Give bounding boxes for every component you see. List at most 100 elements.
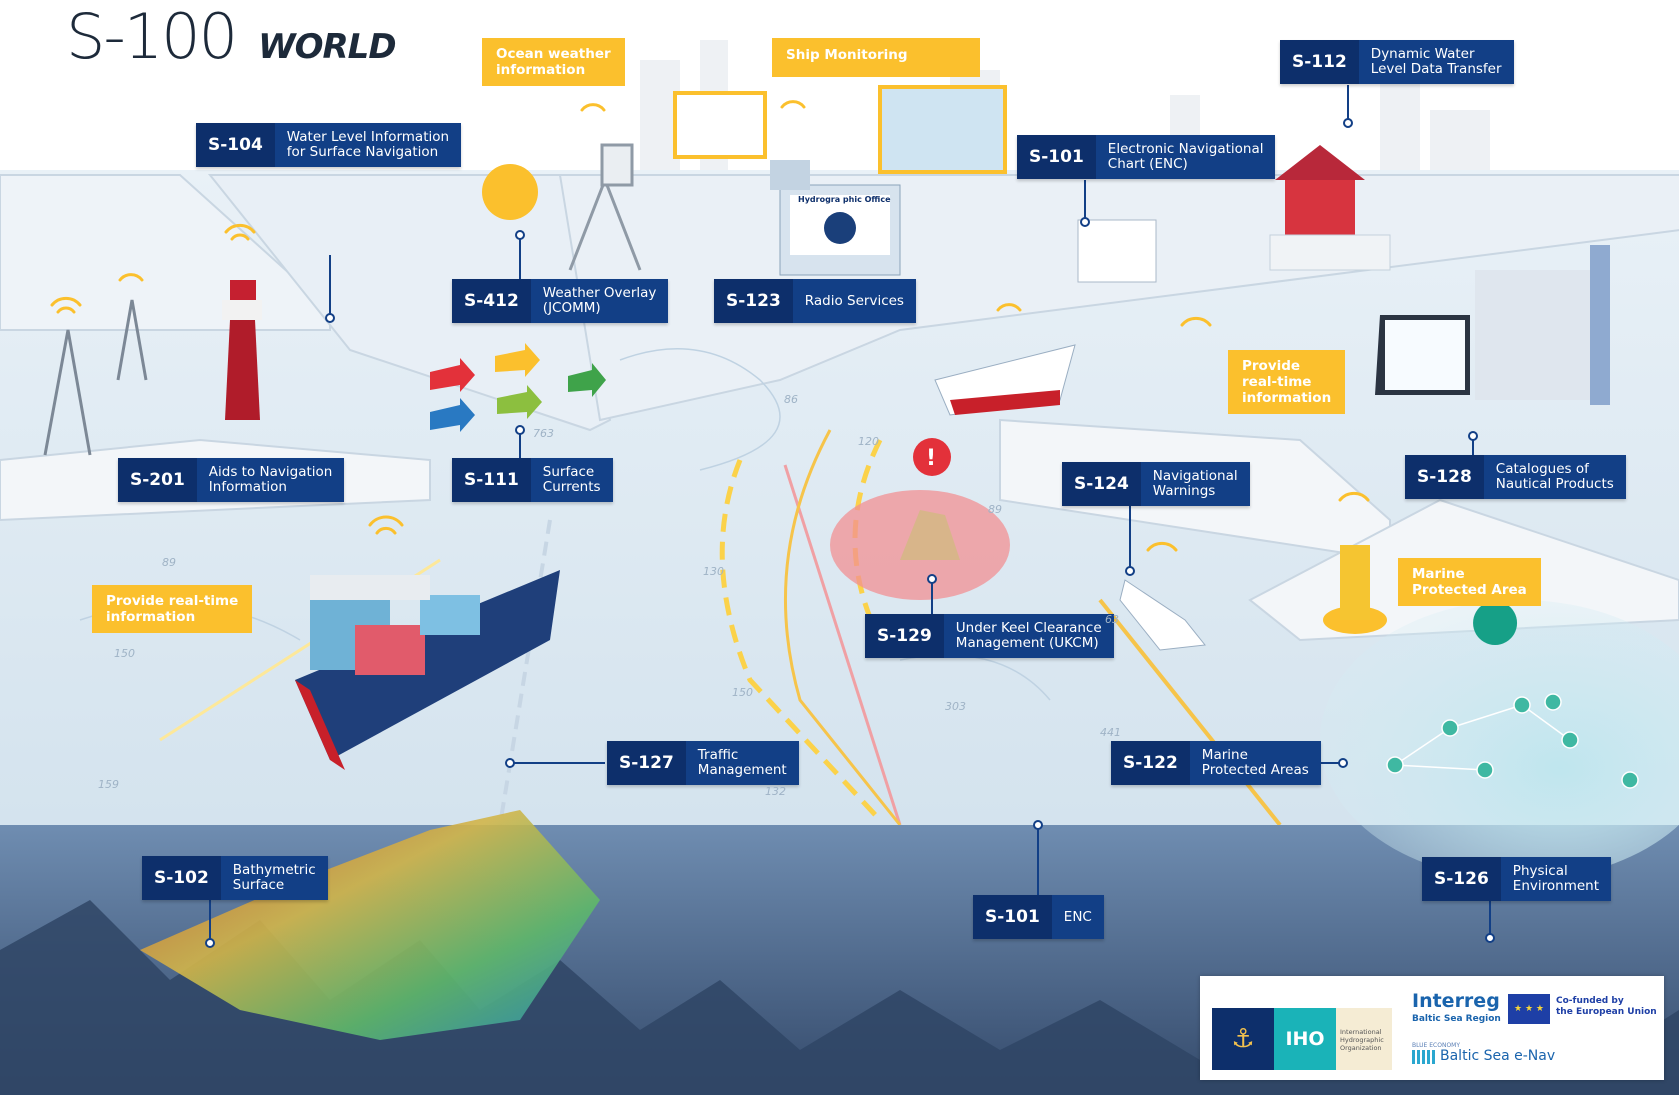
hydrographic-office-sign: Hydrogra phic Office — [798, 195, 891, 204]
warning-marker — [913, 438, 951, 476]
radio-towers — [43, 299, 148, 456]
label-code: S-124 — [1062, 462, 1141, 506]
city-skyline — [640, 40, 1490, 170]
depth-sounding: 763 — [533, 427, 554, 440]
baltic-enav-logo: Baltic Sea e-Nav — [1440, 1048, 1556, 1064]
title-main: S-100 — [66, 0, 238, 73]
label-code: S-129 — [865, 614, 944, 658]
tide-gauge — [482, 164, 538, 220]
label-s112[interactable]: S-112 Dynamic Water Level Data Transfer — [1280, 40, 1514, 84]
enc-billboard — [1077, 219, 1157, 283]
label-code: S-101 — [973, 895, 1052, 939]
note-realtime-left: Provide real-time information — [92, 585, 253, 633]
marine-protected-area-zone — [1320, 600, 1679, 880]
label-s201[interactable]: S-201 Aids to Navigation Information — [118, 458, 345, 502]
current-arrows — [430, 343, 606, 432]
eu-flag-icon: ★ ★ ★ — [1508, 994, 1550, 1024]
patrol-ship — [934, 344, 1076, 416]
iho-full-name: International Hydrographic Organization — [1336, 1008, 1392, 1070]
label-desc: ENC — [1063, 908, 1092, 925]
label-s128[interactable]: S-128 Catalogues of Nautical Products — [1405, 455, 1626, 499]
label-s101-enc[interactable]: S-101 ENC — [973, 895, 1104, 939]
svg-text:!: ! — [926, 446, 936, 471]
label-s126[interactable]: S-126 Physical Environment — [1422, 857, 1611, 901]
label-s123[interactable]: S-123 Radio Services — [714, 279, 916, 323]
label-s129[interactable]: S-129 Under Keel Clearance Management (U… — [865, 614, 1114, 658]
label-desc: Under Keel Clearance Management (UKCM) — [955, 620, 1102, 651]
water-level-station — [1269, 145, 1391, 271]
label-code: S-126 — [1422, 857, 1501, 901]
depth-sounding: 89 — [162, 556, 176, 569]
depth-sounding: 89 — [988, 503, 1002, 516]
label-code: S-412 — [452, 279, 531, 323]
label-s412[interactable]: S-412 Weather Overlay (JCOMM) — [452, 279, 669, 323]
container-ship — [295, 570, 560, 770]
label-s101-enc-chart[interactable]: S-101 Electronic Navigational Chart (ENC… — [1017, 135, 1276, 179]
depth-sounding: 130 — [703, 565, 724, 578]
label-desc: Weather Overlay (JCOMM) — [542, 285, 657, 316]
iho-emblem-icon: ⚓ — [1212, 1008, 1274, 1070]
label-desc: Marine Protected Areas — [1201, 747, 1309, 778]
depth-sounding: 63 — [1105, 613, 1119, 626]
label-s124[interactable]: S-124 Navigational Warnings — [1062, 462, 1250, 506]
label-s111[interactable]: S-111 Surface Currents — [452, 458, 613, 502]
label-desc: Catalogues of Nautical Products — [1495, 461, 1614, 492]
label-code: S-104 — [196, 123, 275, 167]
label-desc: Dynamic Water Level Data Transfer — [1370, 46, 1502, 77]
depth-sounding: 150 — [114, 647, 135, 660]
mpa-network — [1386, 693, 1639, 789]
note-marine-protected: Marine Protected Area — [1398, 558, 1541, 606]
label-code: S-101 — [1017, 135, 1096, 179]
interreg-region: Baltic Sea Region — [1412, 1014, 1501, 1024]
title-sub: WORLD — [258, 27, 396, 67]
depth-sounding: 159 — [98, 778, 119, 791]
iho-logo-text: IHO — [1274, 1008, 1336, 1070]
label-desc: Physical Environment — [1512, 863, 1599, 894]
lighthouse — [222, 280, 262, 420]
label-desc: Radio Services — [804, 292, 904, 309]
baltic-enav-bars-icon — [1412, 1050, 1436, 1064]
depth-sounding: 150 — [732, 686, 753, 699]
navigation-buoy — [1323, 545, 1387, 634]
label-desc: Bathymetric Surface — [232, 862, 316, 893]
label-code: S-122 — [1111, 741, 1190, 785]
label-code: S-123 — [714, 279, 793, 323]
label-s104[interactable]: S-104 Water Level Information for Surfac… — [196, 123, 462, 167]
partner-logos: ⚓ IHO International Hydrographic Organiz… — [1200, 976, 1664, 1080]
note-ocean-weather: Ocean weather information — [482, 38, 625, 86]
note-realtime-right: Provide real-time information — [1228, 350, 1346, 414]
sunk-boat — [1119, 579, 1206, 651]
mpa-shield-pin — [1473, 601, 1518, 645]
label-desc: Water Level Information for Surface Navi… — [286, 129, 450, 160]
label-code: S-102 — [142, 856, 221, 900]
infographic-title: S-100 WORLD — [66, 0, 397, 73]
weather-station — [568, 143, 642, 271]
label-code: S-127 — [607, 741, 686, 785]
label-desc: Traffic Management — [697, 747, 787, 778]
label-code: S-201 — [118, 458, 197, 502]
label-code: S-111 — [452, 458, 531, 502]
label-code: S-128 — [1405, 455, 1484, 499]
label-desc: Navigational Warnings — [1152, 468, 1238, 499]
bathymetric-terrain — [140, 810, 600, 1040]
label-desc: Surface Currents — [542, 464, 601, 495]
eu-cofunded-text: Co-funded by the European Union — [1556, 996, 1657, 1017]
hazard-rock — [900, 510, 960, 560]
interreg-logo: Interreg — [1412, 990, 1500, 1012]
monitor-screen-2 — [878, 85, 1007, 174]
monitor-screen-1 — [673, 91, 767, 159]
label-code: S-112 — [1280, 40, 1359, 84]
depth-sounding: 86 — [784, 393, 798, 406]
label-s102[interactable]: S-102 Bathymetric Surface — [142, 856, 328, 900]
blue-economy-text: BLUE ECONOMY — [1412, 1042, 1461, 1049]
depth-sounding: 132 — [765, 785, 786, 798]
label-s127[interactable]: S-127 Traffic Management — [607, 741, 799, 785]
depth-sounding: 120 — [858, 435, 879, 448]
signal-icons — [50, 100, 1370, 552]
label-desc: Aids to Navigation Information — [208, 464, 333, 495]
label-s122[interactable]: S-122 Marine Protected Areas — [1111, 741, 1321, 785]
ecdis-console — [1375, 245, 1610, 405]
label-desc: Electronic Navigational Chart (ENC) — [1107, 141, 1264, 172]
